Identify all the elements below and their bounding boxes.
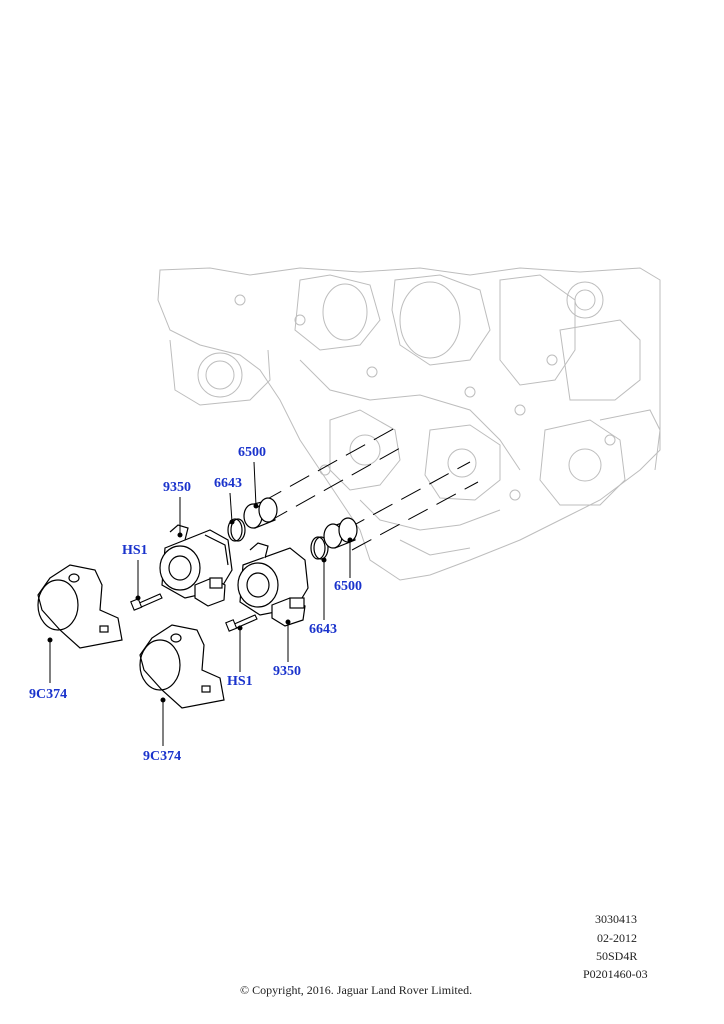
callout-6500-upper: 6500 bbox=[238, 445, 266, 460]
copyright-notice: © Copyright, 2016. Jaguar Land Rover Lim… bbox=[240, 983, 473, 997]
callout-9c374-bottom: 9C374 bbox=[143, 749, 182, 764]
bolt-lower bbox=[225, 614, 258, 632]
bush-lower bbox=[323, 517, 358, 549]
cover-bottom bbox=[139, 624, 225, 709]
bush-upper bbox=[243, 497, 278, 529]
fuel-pump-lower bbox=[237, 542, 309, 627]
meta-line-3: 50SD4R bbox=[596, 949, 638, 963]
meta-line-1: 3030413 bbox=[595, 912, 637, 926]
meta-line-2: 02-2012 bbox=[597, 931, 637, 945]
callout-9c374-left: 9C374 bbox=[29, 687, 68, 702]
seal-ring-lower bbox=[310, 536, 329, 560]
meta-line-4: P0201460-03 bbox=[583, 967, 648, 981]
callout-hs1-lower: HS1 bbox=[227, 674, 253, 689]
leader-lines bbox=[47, 461, 353, 746]
callout-hs1-left: HS1 bbox=[122, 543, 148, 558]
bolt-upper bbox=[130, 593, 163, 611]
cover-left bbox=[37, 564, 123, 649]
callout-9350-lower: 9350 bbox=[273, 664, 301, 679]
alignment-lines bbox=[261, 427, 479, 551]
callout-9350-upper: 9350 bbox=[163, 480, 191, 495]
seal-ring-upper bbox=[227, 518, 246, 542]
fuel-pump-upper bbox=[159, 524, 233, 607]
callout-6643-lower: 6643 bbox=[309, 622, 337, 637]
engine-block bbox=[157, 267, 661, 581]
callout-6500-lower: 6500 bbox=[334, 579, 362, 594]
callout-6643-upper: 6643 bbox=[214, 476, 242, 491]
